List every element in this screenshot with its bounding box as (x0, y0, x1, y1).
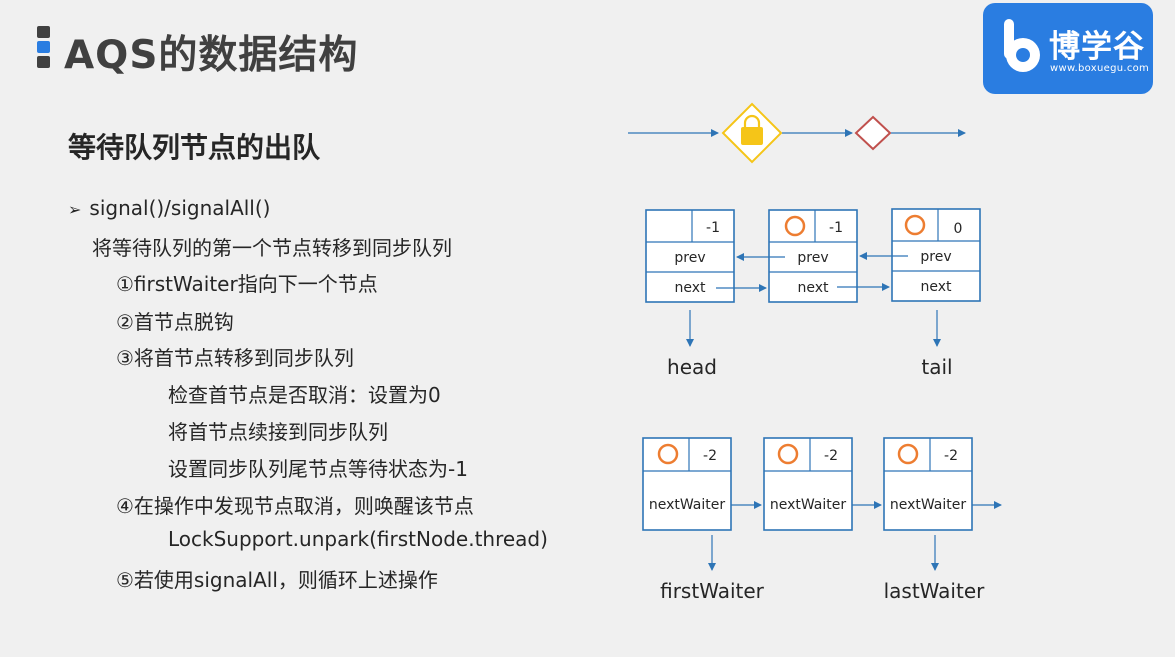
prev-field: prev (674, 250, 705, 266)
text-line: 将等待队列的第一个节点转移到同步队列 (92, 236, 452, 260)
substep-line: 设置同步队列尾节点等待状态为-1 (168, 457, 468, 481)
brand-url: www.boxuegu.com (1050, 63, 1150, 74)
node-status: -1 (706, 220, 720, 236)
b-logo-icon (1004, 19, 1040, 72)
thread-circle-icon (897, 443, 919, 465)
substep-line: 将首节点续接到同步队列 (168, 420, 388, 444)
sync-node-head: -1 prev next (645, 209, 735, 303)
marker-square (37, 56, 50, 68)
node-status: -2 (703, 448, 717, 464)
step-line: ③将首节点转移到同步队列 (116, 346, 354, 370)
next-field: next (920, 279, 952, 295)
marker-square-accent (37, 41, 50, 53)
node-status: 0 (954, 221, 963, 237)
section-subtitle: 等待队列节点的出队 (68, 131, 321, 164)
next-waiter-field: nextWaiter (649, 497, 726, 513)
step-line: ①firstWaiter指向下一个节点 (116, 272, 378, 296)
wait-node-last: -2 nextWaiter (883, 437, 973, 531)
sync-node: -1 prev next (768, 209, 858, 303)
last-waiter-label: lastWaiter (884, 579, 986, 603)
brand-logo: 博学谷 www.boxuegu.com (983, 3, 1153, 94)
first-waiter-label: firstWaiter (660, 579, 765, 603)
step-line: ②首节点脱钩 (116, 310, 234, 334)
brand-name: 博学谷 (1049, 29, 1145, 65)
thread-circle-icon (777, 443, 799, 465)
node-status: -2 (824, 448, 838, 464)
thread-circle-icon (904, 214, 926, 236)
step-line: ④在操作中发现节点取消，则唤醒该节点 (116, 494, 474, 518)
prev-field: prev (920, 249, 951, 265)
wait-links (708, 501, 1002, 571)
lock-flow (628, 102, 966, 164)
title-marker (37, 26, 50, 71)
wait-node: -2 nextWaiter (763, 437, 853, 531)
sync-links (686, 252, 941, 347)
thread-circle-icon (657, 443, 679, 465)
tail-label: tail (921, 355, 952, 379)
sync-node-tail: 0 prev next (891, 208, 981, 302)
bullet-text: signal()/signalAll() (89, 196, 271, 220)
next-field: next (674, 280, 706, 296)
wait-node-first: -2 nextWaiter (642, 437, 732, 531)
red-diamond (854, 115, 892, 151)
marker-square (37, 26, 50, 38)
node-status: -2 (944, 448, 958, 464)
substep-line: 检查首节点是否取消：设置为0 (168, 383, 441, 407)
bullet-line: ➢ signal()/signalAll() (68, 196, 270, 220)
next-waiter-field: nextWaiter (770, 497, 847, 513)
step-line: ⑤若使用signalAll，则循环上述操作 (116, 568, 438, 592)
thread-circle-icon (784, 215, 806, 237)
arrow-bullet-icon: ➢ (68, 200, 82, 219)
page-title: AQS的数据结构 (64, 33, 359, 78)
next-field: next (797, 280, 829, 296)
head-label: head (667, 355, 717, 379)
code-line: LockSupport.unpark(firstNode.thread) (168, 527, 548, 551)
node-status: -1 (829, 220, 843, 236)
prev-field: prev (797, 250, 828, 266)
lock-icon (741, 114, 763, 145)
next-waiter-field: nextWaiter (890, 497, 967, 513)
